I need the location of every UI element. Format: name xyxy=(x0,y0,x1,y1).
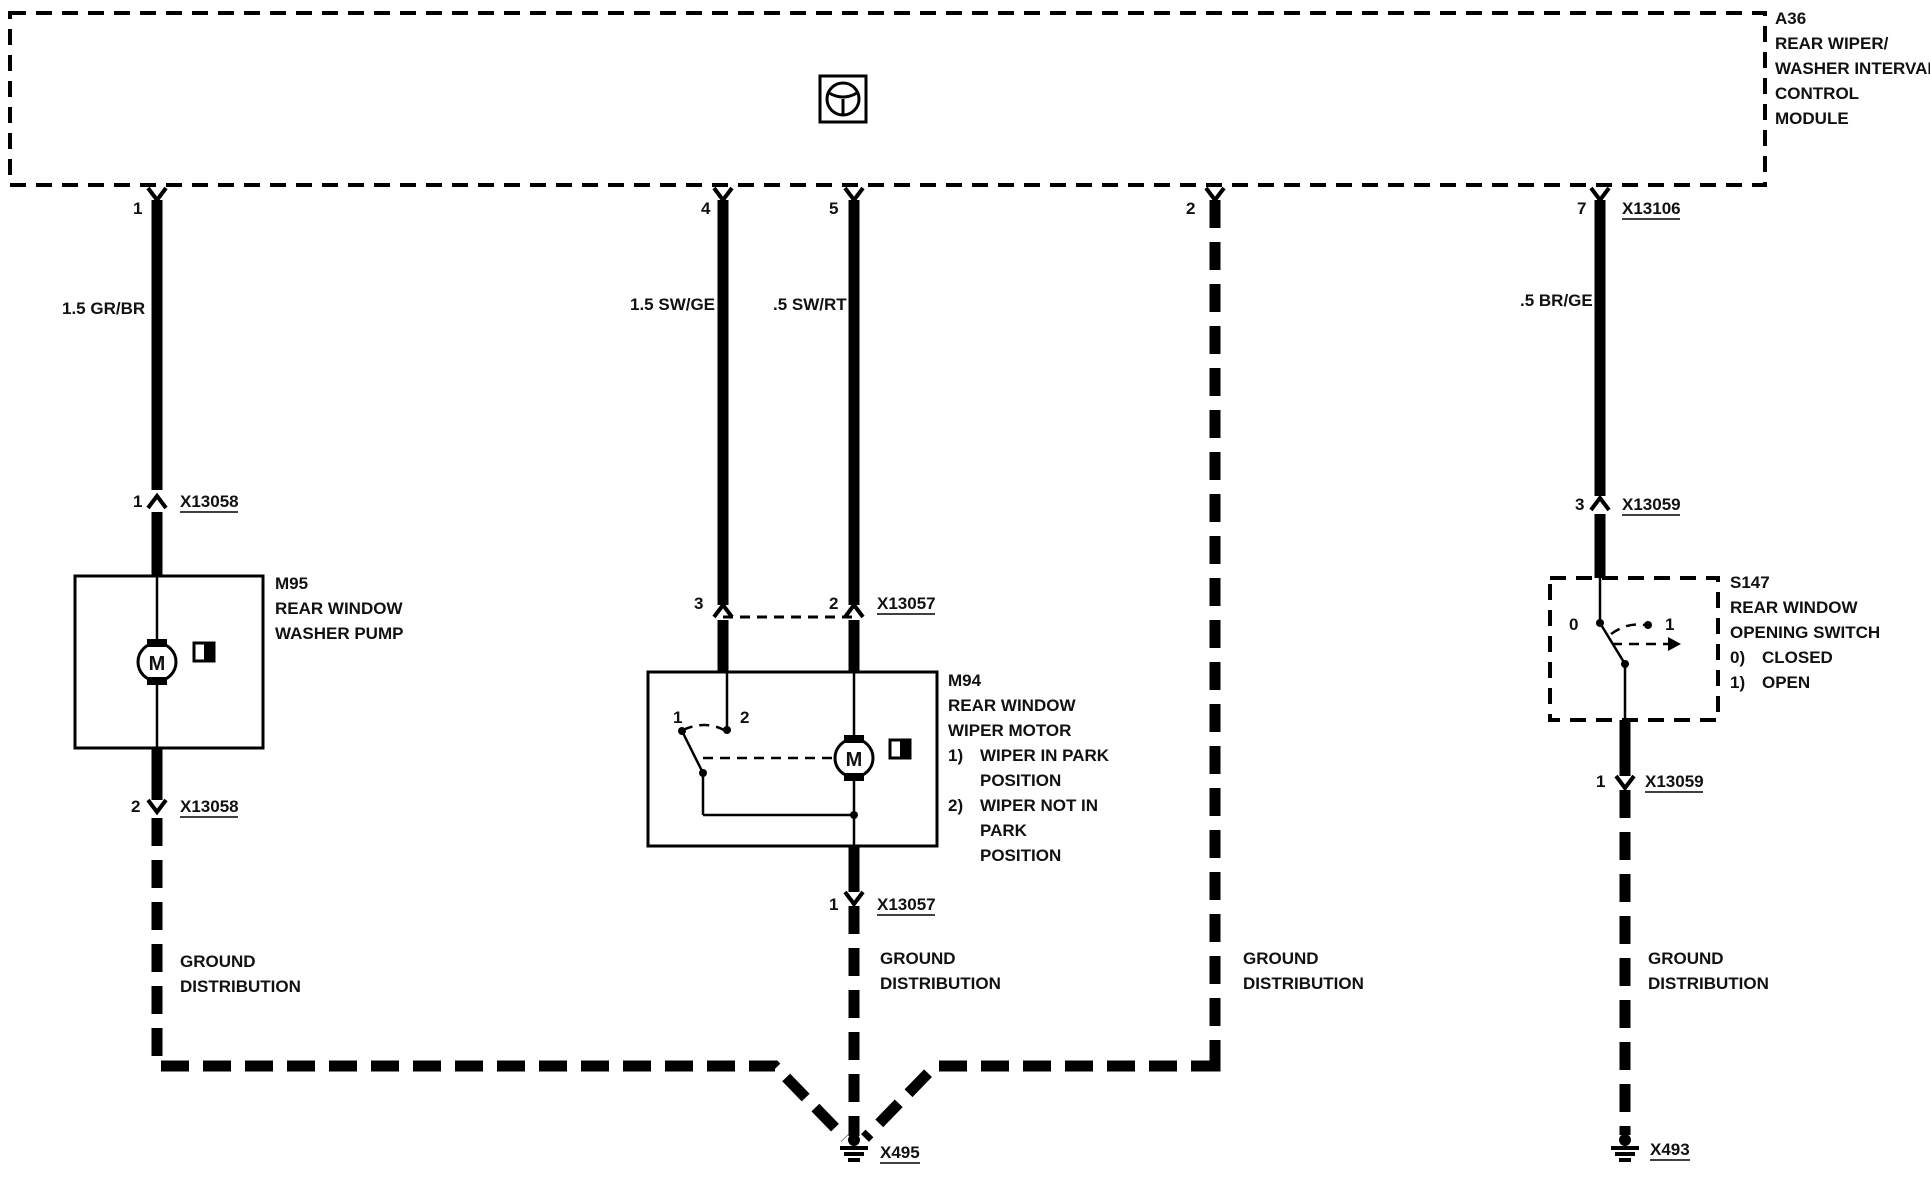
state-text: POSITION xyxy=(980,771,1061,790)
pin-number: 5 xyxy=(829,199,838,218)
connector-label: X13059 xyxy=(1645,772,1704,791)
svg-text:M: M xyxy=(846,749,863,771)
wire-label: 1.5 GR/BR xyxy=(62,299,145,318)
motor-icon: M xyxy=(833,735,875,781)
connector-chevron xyxy=(146,492,168,510)
component-symbol-icon xyxy=(192,641,216,663)
pin-number: 4 xyxy=(701,199,711,218)
pin-number: 3 xyxy=(1575,495,1584,514)
pin-number: 2 xyxy=(829,594,838,613)
pin-number: 2 xyxy=(131,797,140,816)
switch-pin: 1 xyxy=(673,708,682,727)
wire-label: .5 SW/RT xyxy=(773,295,847,314)
ground-label: DISTRIBUTION xyxy=(880,974,1001,993)
ground-symbol-icon xyxy=(840,1134,868,1162)
svg-text:M: M xyxy=(149,653,166,675)
ground-label: GROUND xyxy=(180,952,256,971)
module-name-line: REAR WIPER/ xyxy=(1775,34,1889,53)
ground-label: GROUND xyxy=(1648,949,1724,968)
ground-label: DISTRIBUTION xyxy=(1648,974,1769,993)
module-name-line: MODULE xyxy=(1775,109,1849,128)
state-text: PARK xyxy=(980,821,1028,840)
connector-chevron xyxy=(146,798,168,816)
state-text: WIPER NOT IN xyxy=(980,796,1098,815)
ground-x495: X495 xyxy=(151,818,1221,1164)
component-id: M94 xyxy=(948,671,982,690)
ground-symbol-icon xyxy=(1611,1134,1639,1162)
steering-wheel-icon xyxy=(818,74,868,124)
ground-id: X495 xyxy=(880,1143,920,1162)
wiper-motor-circuit: 1.5 SW/GE .5 SW/RT 3 2 X13057 1 2 M xyxy=(630,200,1110,993)
module-id: A36 xyxy=(1775,9,1806,28)
motor-icon: M xyxy=(136,639,178,685)
connector-label: X13058 xyxy=(180,797,239,816)
state-text: CLOSED xyxy=(1762,648,1833,667)
wire-label: 1.5 SW/GE xyxy=(630,295,715,314)
ground-label: DISTRIBUTION xyxy=(180,977,301,996)
connector-label: X13058 xyxy=(180,492,239,511)
control-module-a36: A36 REAR WIPER/ WASHER INTERVAL CONTROL … xyxy=(8,9,1930,187)
module-pins: 1 4 5 2 7 X13106 xyxy=(133,186,1681,220)
state-text: OPEN xyxy=(1762,673,1810,692)
switch-position: 0 xyxy=(1569,615,1578,634)
wiper-motor-box xyxy=(646,670,939,848)
switch-position: 1 xyxy=(1665,615,1674,634)
component-id: M95 xyxy=(275,574,308,593)
connector-label: X13057 xyxy=(877,895,936,914)
component-name-line: WASHER PUMP xyxy=(275,624,403,643)
component-name-line: REAR WINDOW xyxy=(1730,598,1858,617)
connector-label: X13059 xyxy=(1622,495,1681,514)
pin-number: 2 xyxy=(1186,199,1195,218)
pin-number: 3 xyxy=(694,594,703,613)
component-id: S147 xyxy=(1730,573,1770,592)
state-text: POSITION xyxy=(980,846,1061,865)
state-text: WIPER IN PARK xyxy=(980,746,1110,765)
component-symbol-icon xyxy=(888,738,912,760)
pin-number: 1 xyxy=(1596,772,1605,791)
connector-label: X13106 xyxy=(1622,199,1681,218)
module-name-line: CONTROL xyxy=(1775,84,1859,103)
pin-number: 1 xyxy=(829,895,838,914)
connector-label: X13057 xyxy=(877,594,936,613)
ground-id: X493 xyxy=(1650,1140,1690,1159)
switch-pin: 2 xyxy=(740,708,749,727)
pin-number: 7 xyxy=(1577,199,1586,218)
state-number: 1) xyxy=(1730,673,1745,692)
component-name-line: REAR WINDOW xyxy=(948,696,1076,715)
wire-label: .5 BR/GE xyxy=(1520,291,1593,310)
component-name-line: WIPER MOTOR xyxy=(948,721,1071,740)
state-number: 0) xyxy=(1730,648,1745,667)
component-name-line: OPENING SWITCH xyxy=(1730,623,1880,642)
module-name-line: WASHER INTERVAL xyxy=(1775,59,1930,78)
opening-switch-box xyxy=(1548,576,1720,722)
control-module-outline xyxy=(8,11,1767,187)
ground-label: DISTRIBUTION xyxy=(1243,974,1364,993)
component-name-line: REAR WINDOW xyxy=(275,599,403,618)
washer-pump-box xyxy=(73,574,265,750)
opening-switch-circuit: .5 BR/GE 3 X13059 0 1 S147 REAR WINDOW O… xyxy=(1520,200,1880,1162)
ground-label: GROUND xyxy=(880,949,956,968)
state-number: 1) xyxy=(948,746,963,765)
connector-chevron xyxy=(1614,774,1636,792)
state-number: 2) xyxy=(948,796,963,815)
pin-number: 1 xyxy=(133,199,142,218)
washer-pump-circuit: 1.5 GR/BR 1 X13058 M M95 REAR WINDOW WAS… xyxy=(62,200,403,996)
ground-label: GROUND xyxy=(1243,949,1319,968)
pin-number: 1 xyxy=(133,492,142,511)
module-ground-circuit: GROUND DISTRIBUTION xyxy=(1209,200,1364,1062)
connector-chevron xyxy=(843,890,865,908)
